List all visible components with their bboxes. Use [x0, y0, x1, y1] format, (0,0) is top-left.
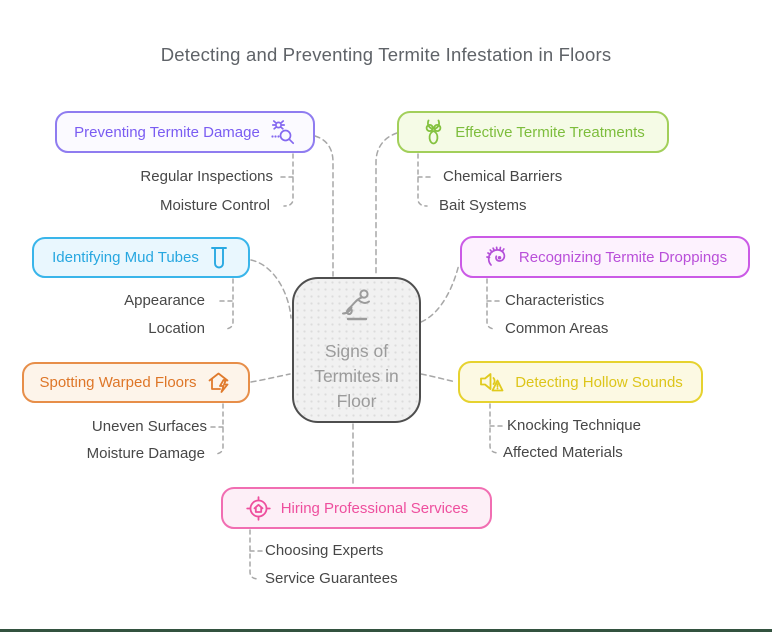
child-label-affected-materials: Affected Materials: [503, 444, 623, 461]
node-spotting-warped-floors: Spotting Warped Floors: [22, 362, 250, 403]
center-node-signs-of-termites: Signs of Termites in Floor: [292, 277, 421, 423]
wire-preventing: [314, 135, 334, 277]
child-label-choosing-experts: Choosing Experts: [265, 542, 384, 559]
bug-search-icon: [269, 119, 296, 146]
wire-mud-tubes: [250, 259, 292, 319]
wire-droppings: [420, 263, 460, 323]
house-damage-icon: [206, 369, 233, 396]
elbow-warped: [213, 403, 224, 455]
child-label-location: Location: [148, 320, 205, 337]
target-house-icon: [245, 495, 272, 522]
child-label-knocking-technique: Knocking Technique: [507, 417, 641, 434]
termite-figure-icon: [335, 286, 379, 333]
child-label-bait-systems: Bait Systems: [439, 197, 527, 214]
elbow-mud-tubes: [223, 278, 234, 330]
bottom-rule: [0, 629, 772, 632]
node-label: Preventing Termite Damage: [74, 123, 260, 141]
elbow-hiring: [249, 529, 260, 580]
page-title: Detecting and Preventing Termite Infesta…: [160, 44, 612, 65]
node-preventing-termite-damage: Preventing Termite Damage: [55, 111, 315, 153]
child-label-moisture-control: Moisture Control: [159, 197, 270, 214]
node-detecting-hollow-sounds: Detecting Hollow Sounds: [458, 361, 703, 403]
node-label: Effective Termite Treatments: [455, 123, 645, 141]
wire-warped: [250, 373, 291, 383]
wire-hollow: [420, 373, 457, 383]
test-tube-icon: [208, 244, 230, 272]
elbow-treatments: [417, 153, 428, 207]
elbow-hollow: [489, 403, 500, 454]
sound-warning-icon: [478, 369, 506, 395]
larva-icon: [483, 244, 510, 271]
termite-icon: [421, 118, 446, 146]
child-label-characteristics: Characteristics: [505, 292, 605, 309]
node-label: Spotting Warped Floors: [39, 374, 197, 391]
child-label-appearance: Appearance: [124, 292, 205, 309]
node-label: Detecting Hollow Sounds: [515, 373, 683, 391]
child-label-common-areas: Common Areas: [505, 320, 609, 337]
elbow-droppings: [486, 278, 497, 330]
node-label: Recognizing Termite Droppings: [518, 248, 728, 266]
node-label: Hiring Professional Services: [280, 499, 469, 517]
center-node-label: Signs of Termites in Floor: [314, 341, 399, 411]
node-label: Identifying Mud Tubes: [52, 249, 199, 266]
child-label-service-guarantees: Service Guarantees: [265, 570, 398, 587]
child-label-chemical-barriers: Chemical Barriers: [443, 168, 563, 185]
node-identifying-mud-tubes: Identifying Mud Tubes: [32, 237, 250, 278]
node-recognizing-termite-droppings: Recognizing Termite Droppings: [460, 236, 750, 278]
node-effective-termite-treatments: Effective Termite Treatments: [397, 111, 669, 153]
child-label-uneven-surfaces: Uneven Surfaces: [91, 418, 207, 435]
elbow-preventing: [283, 153, 294, 207]
child-label-moisture-damage: Moisture Damage: [86, 445, 205, 462]
wire-treatments: [375, 132, 398, 277]
node-hiring-professional-services: Hiring Professional Services: [221, 487, 492, 529]
child-label-regular-inspections: Regular Inspections: [140, 168, 273, 185]
